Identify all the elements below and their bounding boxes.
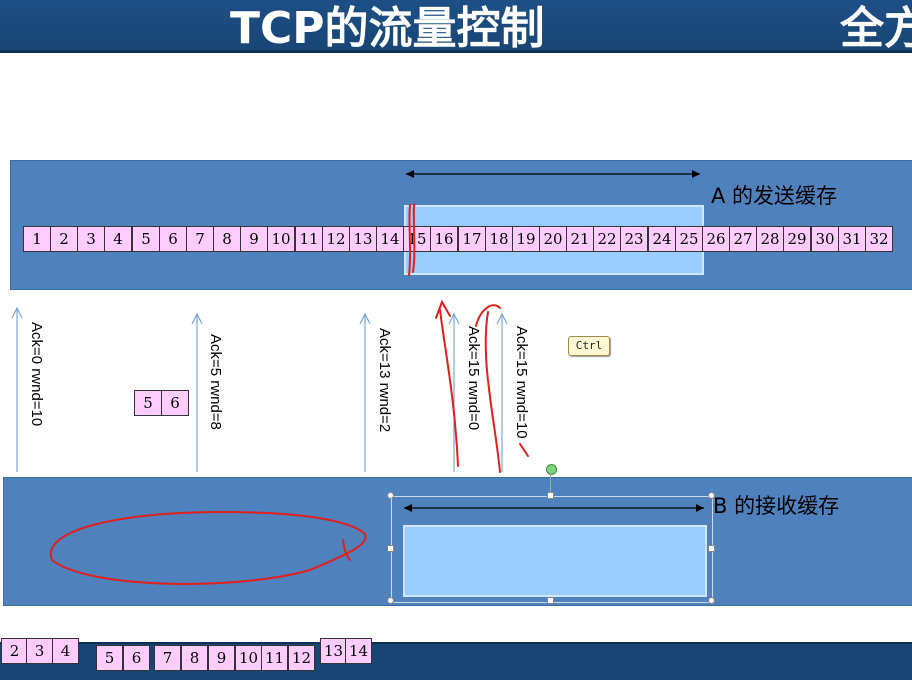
ack-arrow (496, 312, 508, 472)
slide-header (0, 0, 912, 53)
segment-cell: 12 (322, 226, 350, 252)
segment-cell: 22 (593, 226, 621, 252)
ack-arrow (11, 306, 23, 472)
segment-cell: 1 (23, 226, 51, 252)
receiver-buffer-label: B 的接收缓存 (713, 494, 840, 518)
segment-cell: 8 (181, 645, 208, 671)
segment-cell: 8 (213, 226, 241, 252)
segment-cell: 20 (539, 226, 567, 252)
segment-cell: 3 (26, 638, 53, 664)
segment-cell: 11 (261, 645, 288, 671)
resize-handle[interactable] (708, 492, 715, 499)
segment-cell: 11 (295, 226, 323, 252)
segment-cell: 5 (96, 645, 123, 671)
segment-cell: 4 (104, 226, 132, 252)
segment-cell: 7 (154, 645, 181, 671)
send-window-span-arrow (406, 170, 700, 178)
segment-cell: 25 (675, 226, 703, 252)
resize-handle[interactable] (387, 597, 394, 604)
sender-buffer-label: A 的发送缓存 (711, 184, 838, 208)
segment-cell: 12 (288, 645, 315, 671)
slide-title: TCP的流量控制 (230, 3, 545, 54)
segment-cell: 2 (1, 638, 28, 664)
receive-window (403, 525, 707, 597)
segment-cell: 4 (52, 638, 79, 664)
segment-cell: 32 (865, 226, 893, 252)
segment-cell: 31 (838, 226, 866, 252)
ack-arrow (191, 312, 203, 472)
segment-cell: 30 (811, 226, 839, 252)
slide-footer-bar (0, 642, 912, 680)
resize-handle[interactable] (387, 545, 394, 552)
segment-cell: 13 (320, 638, 347, 664)
segment-cell: 9 (240, 226, 268, 252)
segment-cell: 29 (783, 226, 811, 252)
segment-cell: 14 (376, 226, 404, 252)
resize-handle[interactable] (708, 597, 715, 604)
receive-window-span-arrow (404, 504, 704, 512)
red-annotation (49, 203, 529, 585)
ack-label: Ack=15 rwnd=10 (513, 326, 530, 439)
segment-cell: 18 (485, 226, 513, 252)
segment-cell: 16 (430, 226, 458, 252)
rotate-handle-stem (550, 473, 551, 493)
segment-cell: 21 (566, 226, 594, 252)
resize-handle[interactable] (708, 545, 715, 552)
ack-label: Ack=0 rwnd=10 (28, 322, 45, 427)
resize-handle[interactable] (387, 492, 394, 499)
segment-cell: 19 (512, 226, 540, 252)
segment-cell: 15 (403, 226, 431, 252)
ack-label: Ack=5 rwnd=8 (207, 334, 224, 430)
segment-cell: 14 (345, 638, 372, 664)
slide-title-cut: 全方 (840, 3, 912, 54)
resize-handle[interactable] (547, 597, 554, 604)
ack-arrow (359, 312, 371, 472)
ack-arrow (448, 312, 460, 472)
ack-label: Ack=15 rwnd=0 (465, 326, 482, 431)
rotate-handle[interactable] (546, 464, 557, 475)
segment-cell: 10 (235, 645, 262, 671)
segment-cell: 6 (123, 645, 150, 671)
segment-cell: 5 (134, 390, 162, 416)
segment-cell: 9 (208, 645, 235, 671)
segment-cell: 6 (161, 390, 189, 416)
segment-cell: 10 (267, 226, 295, 252)
segment-cell: 24 (648, 226, 676, 252)
ack-label: Ack=13 rwnd=2 (376, 328, 393, 433)
ctrl-key-badge: Ctrl (568, 336, 610, 356)
segment-cell: 23 (620, 226, 648, 252)
